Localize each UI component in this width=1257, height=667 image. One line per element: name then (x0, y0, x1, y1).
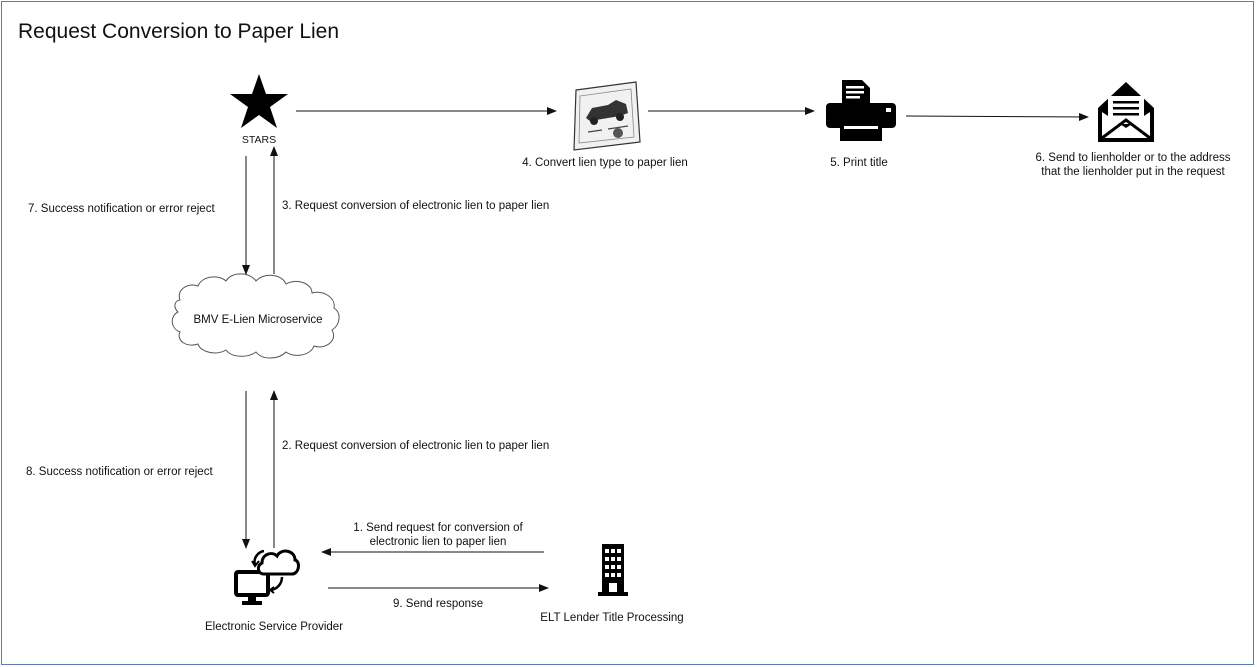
computer-cloud-icon (234, 549, 300, 605)
step1-label: 1. Send request for conversion of electr… (353, 521, 522, 549)
esp-label: Electronic Service Provider (204, 621, 344, 633)
cloud-icon (171, 273, 340, 359)
step8-label: 8. Success notification or error reject (26, 466, 213, 478)
stars-label: STARS (241, 134, 277, 146)
microservice-label: BMV E-Lien Microservice (193, 314, 323, 326)
send-label: 6. Send to lienholder or to the address … (1036, 151, 1231, 179)
step9-label: 9. Send response (393, 598, 484, 610)
step1-label-line1: 1. Send request for conversion of (353, 522, 523, 534)
building-icon (598, 544, 628, 596)
step2-label: 2. Request conversion of electronic lien… (282, 440, 550, 452)
envelope-icon (1098, 82, 1154, 142)
arrow-print-to-send (905, 112, 1089, 121)
arrow-group (242, 107, 1089, 592)
step3-label: 3. Request conversion of electronic lien… (282, 200, 550, 212)
elt-label: ELT Lender Title Processing (540, 612, 684, 624)
title-document-icon (573, 81, 641, 151)
print-label: 5. Print title (830, 157, 888, 169)
send-label-line1: 6. Send to lienholder or to the address (1035, 152, 1231, 164)
send-label-line2: that the lienholder put in the request (1041, 166, 1225, 178)
star-icon (230, 74, 288, 128)
step7-label: 7. Success notification or error reject (28, 203, 215, 215)
printer-icon (826, 80, 896, 141)
page-title: Request Conversion to Paper Lien (18, 20, 340, 43)
step1-label-line2: electronic lien to paper lien (369, 536, 507, 548)
convert-label: 4. Convert lien type to paper lien (522, 157, 688, 169)
